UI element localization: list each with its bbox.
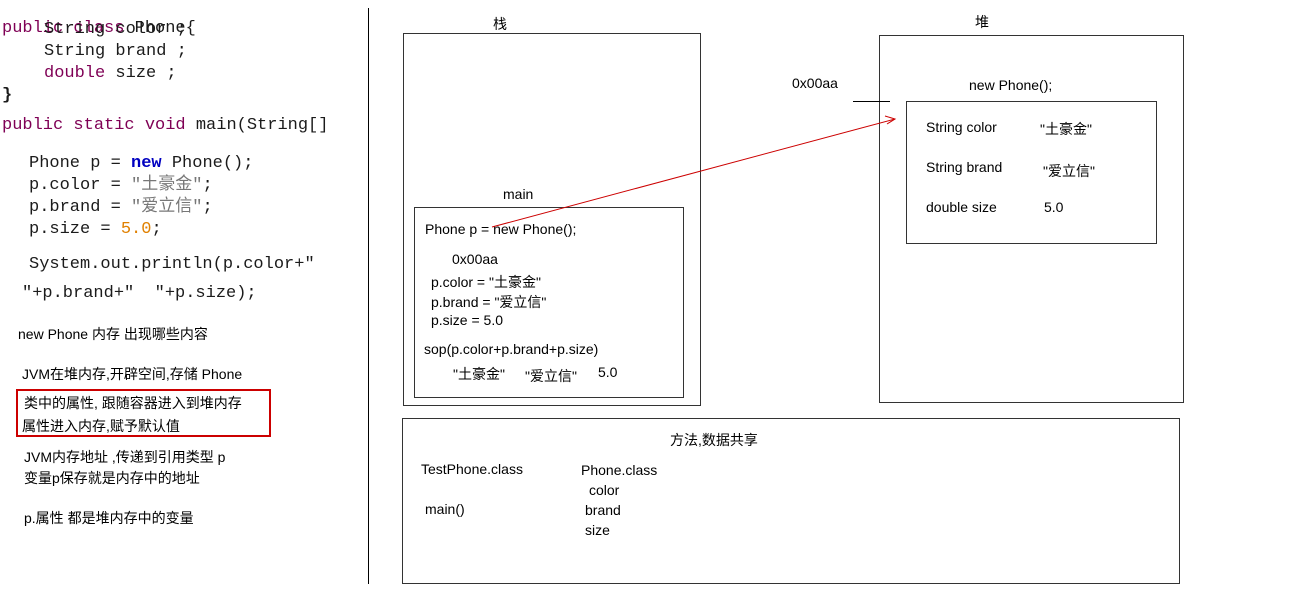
note-1: new Phone 内存 出现哪些内容 bbox=[18, 326, 208, 342]
stack-out-3: 5.0 bbox=[598, 364, 618, 380]
stmt-brand-post: ; bbox=[202, 198, 213, 217]
stmt-size-pre: p.size = bbox=[29, 220, 121, 239]
method-class-2-m3: size bbox=[585, 522, 610, 538]
kw-double: double bbox=[44, 64, 106, 83]
field-size-rest: size ; bbox=[105, 64, 177, 83]
code-field-color: String color ; bbox=[44, 20, 187, 39]
code-close-brace: } bbox=[2, 86, 13, 105]
heap-object-box bbox=[906, 101, 1157, 244]
code-stmt-brand: p.brand = "爱立信"; bbox=[29, 197, 213, 219]
method-class-2: Phone.class bbox=[581, 462, 658, 478]
heap-field-1-value: "土豪金" bbox=[1040, 121, 1092, 137]
heap-title: 堆 bbox=[975, 14, 989, 30]
stack-line-2: p.color = "土豪金" bbox=[431, 274, 541, 290]
stmt-brand-pre: p.brand = bbox=[29, 198, 132, 217]
stack-line-3: p.brand = "爱立信" bbox=[431, 294, 547, 310]
method-class-1-member: main() bbox=[425, 501, 465, 517]
heap-field-3-label: double size bbox=[926, 199, 997, 215]
kw-public-static-void: public static void bbox=[2, 116, 186, 135]
method-area-title: 方法,数据共享 bbox=[670, 432, 758, 448]
code-field-brand: String brand ; bbox=[44, 42, 187, 61]
note-4a: JVM内存地址 ,传递到引用类型 p bbox=[24, 449, 226, 465]
stmt-color-str: "土豪金" bbox=[131, 176, 203, 195]
code-println-2: "+p.brand+" "+p.size); bbox=[22, 284, 257, 303]
stmt-color-pre: p.color = bbox=[29, 176, 132, 195]
heap-addr-underline bbox=[853, 101, 890, 102]
heap-field-1-label: String color bbox=[926, 119, 997, 135]
code-println-1: System.out.println(p.color+" bbox=[29, 255, 315, 274]
method-class-1: TestPhone.class bbox=[421, 461, 523, 477]
main-decl-rest: main(String[] bbox=[185, 116, 329, 135]
note-2: JVM在堆内存,开辟空间,存储 Phone bbox=[22, 366, 243, 382]
note-5: p.属性 都是堆内存中的变量 bbox=[24, 510, 194, 526]
heap-addr: 0x00aa bbox=[792, 75, 838, 91]
heap-field-3-value: 5.0 bbox=[1044, 199, 1064, 215]
stack-line-5: sop(p.color+p.brand+p.size) bbox=[424, 341, 599, 357]
note-3b: 属性进入内存,赋予默认值 bbox=[22, 418, 180, 434]
note-3a: 类中的属性, 跟随容器进入到堆内存 bbox=[24, 395, 242, 411]
code-main-decl: public static void main(String[] bbox=[2, 115, 328, 137]
highlight-box bbox=[16, 389, 271, 437]
stack-line-4: p.size = 5.0 bbox=[431, 312, 503, 328]
stack-out-2: "爱立信" bbox=[525, 368, 577, 384]
stmt-color-post: ; bbox=[202, 176, 213, 195]
stmt-new-pre: Phone p = bbox=[29, 154, 132, 173]
heap-obj-title: new Phone(); bbox=[969, 77, 1053, 93]
stack-out-1: "土豪金" bbox=[453, 366, 505, 382]
heap-field-2-value: "爱立信" bbox=[1043, 163, 1095, 179]
stack-title: 栈 bbox=[493, 16, 507, 32]
heap-field-2-label: String brand bbox=[926, 159, 1003, 175]
kw-public-class: public class bbox=[2, 19, 125, 38]
stack-addr: 0x00aa bbox=[452, 251, 498, 267]
stmt-size-num: 5.0 bbox=[120, 220, 152, 239]
stack-line-1: Phone p = new Phone(); bbox=[425, 221, 577, 237]
main-frame-title: main bbox=[503, 186, 534, 202]
code-class-decl: public class Phone{ bbox=[2, 0, 196, 40]
class-name: Phone{ bbox=[124, 19, 196, 38]
stmt-brand-str: "爱立信" bbox=[131, 198, 203, 217]
vertical-divider bbox=[368, 8, 369, 584]
stmt-size-post: ; bbox=[151, 220, 162, 239]
kw-new: new bbox=[131, 154, 162, 173]
method-class-2-m1: color bbox=[589, 482, 620, 498]
code-stmt-color: p.color = "土豪金"; bbox=[29, 175, 213, 197]
code-stmt-size: p.size = 5.0; bbox=[29, 219, 162, 241]
code-field-size: double size ; bbox=[44, 63, 177, 85]
stmt-new-post: Phone(); bbox=[161, 154, 254, 173]
note-4b: 变量p保存就是内存中的地址 bbox=[24, 470, 200, 486]
method-class-2-m2: brand bbox=[585, 502, 621, 518]
code-stmt-new: Phone p = new Phone(); bbox=[29, 153, 253, 175]
method-area-box bbox=[402, 418, 1180, 584]
